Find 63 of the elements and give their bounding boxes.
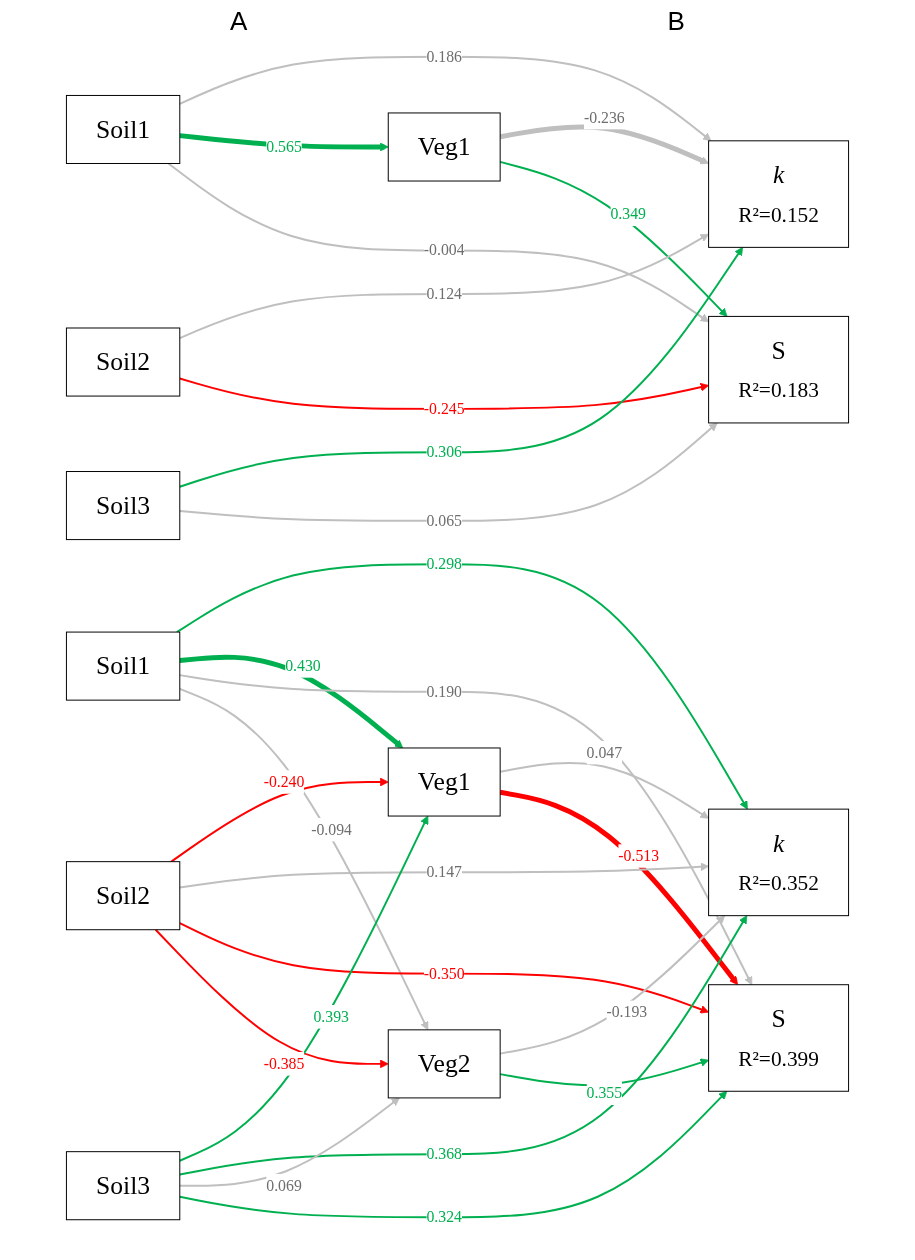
node-box: Soil2 <box>65 861 181 931</box>
arrow <box>178 233 709 340</box>
arrow <box>178 922 709 1014</box>
edge-label: 0.190 <box>426 682 462 700</box>
edge-label: 0.147 <box>426 863 462 881</box>
arrow <box>499 789 739 986</box>
arrow <box>179 654 404 749</box>
edge-label: 0.324 <box>426 1208 462 1226</box>
node-box: k R²=0.352 <box>708 808 850 917</box>
edge-label: 0.047 <box>586 743 623 761</box>
arrow <box>178 377 709 410</box>
edge-label: 0.393 <box>313 1007 349 1025</box>
arrow <box>178 55 712 142</box>
arrow <box>178 246 744 488</box>
arrow <box>175 563 748 810</box>
edge-label: 0.306 <box>426 443 462 461</box>
arrow <box>178 422 718 522</box>
arrow <box>178 815 429 1162</box>
edge-label: 0.124 <box>426 285 462 302</box>
edge-label: 0.298 <box>426 555 462 573</box>
arrow <box>167 162 709 323</box>
node-box: k R²=0.152 <box>708 140 850 248</box>
node-box: S R²=0.183 <box>708 315 850 424</box>
node-box: Soil3 <box>65 1151 181 1221</box>
arrow <box>154 928 389 1069</box>
node-box: S R²=0.399 <box>708 984 850 1092</box>
node-box: Soil2 <box>65 327 181 397</box>
arrow <box>178 1090 728 1219</box>
arrow <box>178 915 748 1176</box>
panel-letter: B <box>667 6 685 37</box>
node-box: Veg1 <box>387 747 501 817</box>
node-box: Veg1 <box>387 112 501 182</box>
arrow <box>499 915 726 1055</box>
arrow <box>178 862 709 889</box>
edge-label: 0.355 <box>586 1084 623 1102</box>
edge-label: 0.065 <box>426 511 462 529</box>
arrow <box>170 777 389 863</box>
arrow <box>499 124 709 165</box>
edge-label: 0.186 <box>426 47 462 65</box>
arrow <box>178 674 753 986</box>
edge-label: -0.385 <box>263 1055 305 1072</box>
edge-label: -0.236 <box>584 108 625 126</box>
node-box: Soil1 <box>65 631 181 701</box>
node-box: Soil1 <box>65 94 181 164</box>
edge-label: 0.565 <box>266 138 302 155</box>
node-box: Veg2 <box>387 1029 501 1099</box>
edge-label: 0.349 <box>610 205 646 223</box>
arrow <box>499 160 728 317</box>
edge-label: 0.368 <box>426 1145 462 1163</box>
arrow <box>499 762 709 819</box>
arrow <box>178 1097 400 1187</box>
edge-label: 0.069 <box>266 1176 302 1194</box>
arrow <box>178 687 429 1031</box>
edge-label: -0.193 <box>606 1003 648 1021</box>
edge-label: -0.513 <box>618 847 660 864</box>
edge-label: -0.094 <box>311 820 352 838</box>
edge-label: 0.430 <box>285 657 321 674</box>
panel-letter: A <box>230 6 248 37</box>
edge-label: -0.350 <box>423 964 465 982</box>
edge-label: -0.245 <box>423 400 465 417</box>
edge-label: -0.004 <box>423 241 465 259</box>
node-box: Soil3 <box>65 471 181 541</box>
edge-label: -0.240 <box>263 773 305 790</box>
